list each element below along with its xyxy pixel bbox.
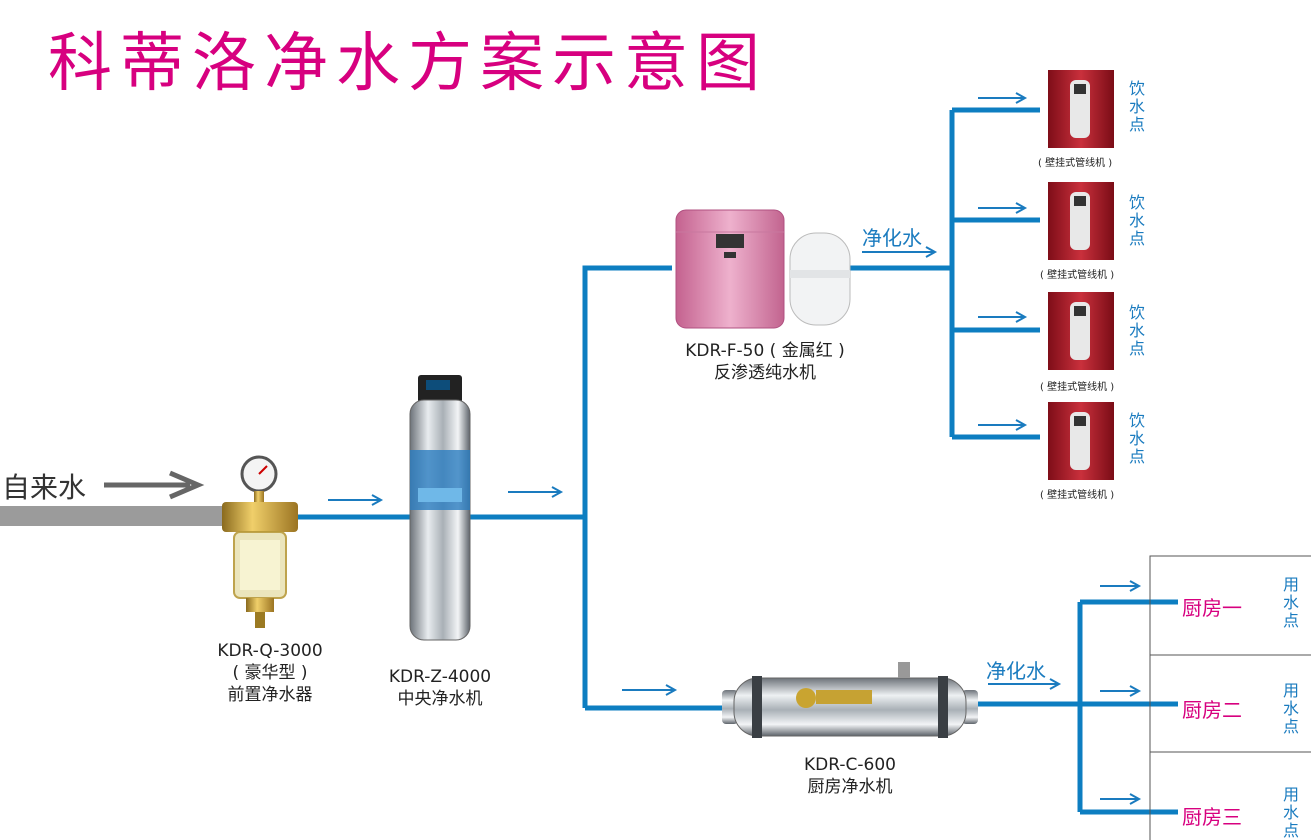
page-title: 科蒂洛净水方案示意图 <box>48 27 768 101</box>
kitchen-unit-model: KDR-C-600 <box>804 755 896 775</box>
use-point-2: 用水点 <box>1282 681 1299 736</box>
prefilter-name: 前置净水器 <box>227 685 313 705</box>
kitchen-point-table <box>1149 555 1311 840</box>
wall-unit-label: ( 壁挂式管线机 ) <box>1040 270 1115 281</box>
ro-name: 反渗透纯水机 <box>714 363 816 383</box>
wall-unit-label: ( 壁挂式管线机 ) <box>1038 158 1113 169</box>
wall-unit-label: ( 壁挂式管线机 ) <box>1040 490 1115 501</box>
drink-point-4: 饮水点 <box>1128 411 1145 466</box>
central-caption: KDR-Z-4000 中央净水机 <box>360 666 520 710</box>
use-point-3: 用水点 <box>1282 785 1299 840</box>
drink-point-2: 饮水点 <box>1128 193 1145 248</box>
purified-label-ro: 净化水 <box>862 226 922 250</box>
wall-dispenser-icon <box>1048 70 1114 480</box>
use-point-1: 用水点 <box>1282 575 1299 630</box>
kitchen-unit-caption: KDR-C-600 厨房净水机 <box>770 754 930 798</box>
ro-machine-icon <box>675 209 785 329</box>
inlet-pipe <box>0 506 232 526</box>
prefilter-model: KDR-Q-3000 <box>217 641 323 661</box>
source-label: 自来水 <box>2 471 87 504</box>
ro-model: KDR-F-50 ( 金属红 ) <box>685 341 845 361</box>
central-tank-icon <box>409 375 471 641</box>
kitchen-unit-name: 厨房净水机 <box>807 777 893 797</box>
drink-point-1: 饮水点 <box>1128 79 1145 134</box>
drink-point-3: 饮水点 <box>1128 303 1145 358</box>
flow-arrow-icon <box>328 92 1142 805</box>
pressure-tank-icon <box>789 232 851 326</box>
kitchen-filter-icon <box>722 662 978 738</box>
wall-unit-label: ( 壁挂式管线机 ) <box>1040 382 1115 393</box>
prefilter-variant: ( 豪华型 ) <box>232 663 308 683</box>
central-model: KDR-Z-4000 <box>388 667 492 687</box>
kitchen-3-label: 厨房三 <box>1182 805 1242 829</box>
prefilter-caption: KDR-Q-3000 ( 豪华型 ) 前置净水器 <box>190 640 350 706</box>
kitchen-2-label: 厨房二 <box>1182 698 1242 722</box>
ro-caption: KDR-F-50 ( 金属红 ) 反渗透纯水机 <box>650 340 880 384</box>
kitchen-1-label: 厨房一 <box>1182 596 1242 620</box>
purified-label-kitchen: 净化水 <box>986 659 1046 683</box>
prefilter-icon <box>222 455 298 628</box>
central-name: 中央净水机 <box>397 689 483 709</box>
